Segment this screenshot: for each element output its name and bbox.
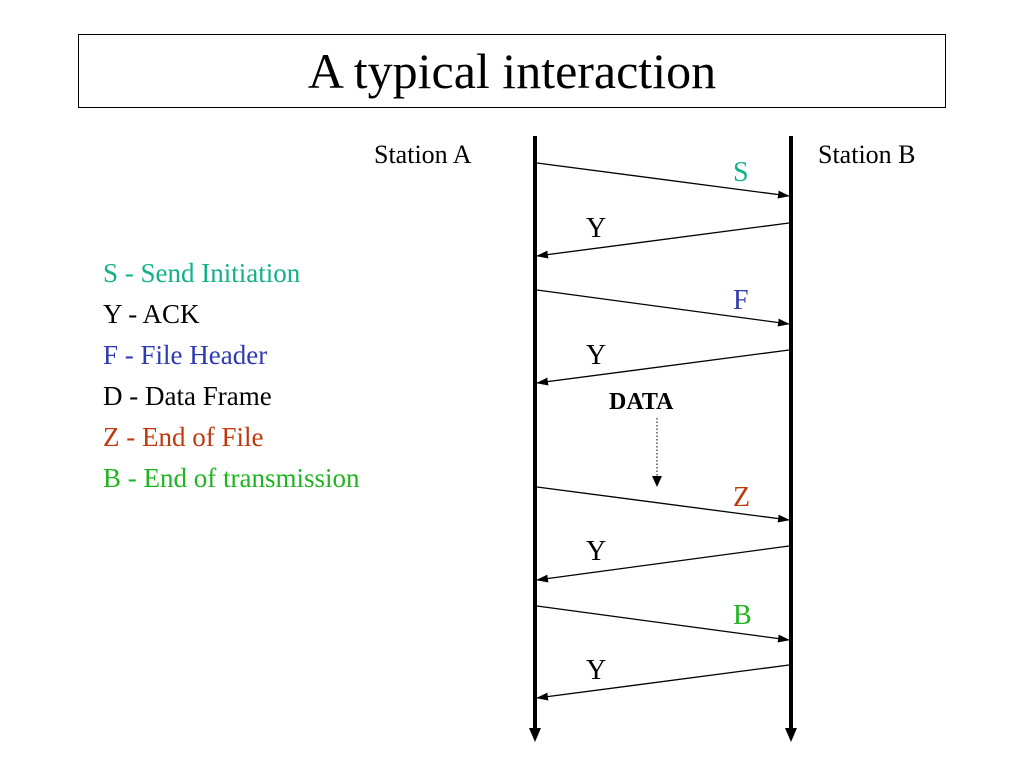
message-label-y-4: Y [586,655,607,686]
message-arrow-y-4 [536,664,790,701]
message-arrow-f [536,289,790,327]
page-title: A typical interaction [307,43,717,99]
station-a-label: Station A [374,140,472,169]
message-label-y-2: Y [586,340,607,371]
message-label-z: Z [733,482,751,513]
legend-item-file-header: F - File Header [103,340,268,370]
message-arrow-y-1 [536,222,790,259]
legend-item-end-of-file: Z - End of File [103,422,264,452]
data-transfer-label: DATA [609,389,674,415]
message-label-b: B [733,600,752,631]
timeline-a [529,136,541,742]
legend-item-data-frame: D - Data Frame [103,381,272,411]
message-label-s: S [733,157,749,188]
message-label-f: F [733,285,749,316]
message-label-y-3: Y [586,536,607,567]
legend: S - Send Initiation Y - ACK F - File Hea… [103,253,360,499]
timeline-b [785,136,797,742]
message-arrow-b [536,605,790,643]
title-box: A typical interaction [78,34,946,108]
legend-item-ack: Y - ACK [103,299,200,329]
message-arrow-y-3 [536,545,790,583]
legend-item-end-of-transmission: B - End of transmission [103,463,360,493]
message-arrow-z [536,486,790,523]
message-arrow-y-2 [536,349,790,386]
legend-item-send-initiation: S - Send Initiation [103,258,301,288]
station-b-label: Station B [818,140,916,169]
data-transfer-arrow [652,418,662,487]
message-arrow-s [536,162,790,199]
message-label-y-1: Y [586,213,607,244]
